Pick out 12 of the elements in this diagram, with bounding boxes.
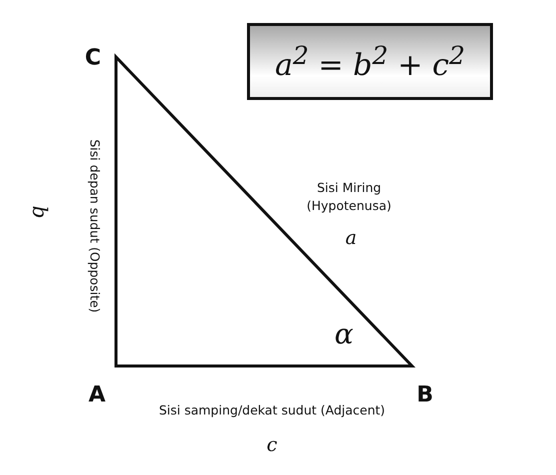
side-description: Sisi Miring (Hypotenusa) (306, 178, 392, 215)
formula-text: a$^{2}$ = b$^{2}$ + c$^{2}$ (274, 40, 466, 82)
side-description: Sisi depan sudut (Opposite) (88, 139, 102, 313)
vertex-label: B (416, 382, 434, 408)
side-letter: c (266, 434, 278, 456)
formula-panel (247, 23, 493, 100)
side-letter: a (345, 227, 357, 249)
vertex-label: C (84, 46, 102, 70)
side-description: Sisi samping/dekat sudut (Adjacent) (158, 402, 386, 418)
side-letter: b (28, 206, 52, 218)
angle-symbol: α (334, 318, 354, 350)
vertex-label: A (88, 382, 106, 408)
